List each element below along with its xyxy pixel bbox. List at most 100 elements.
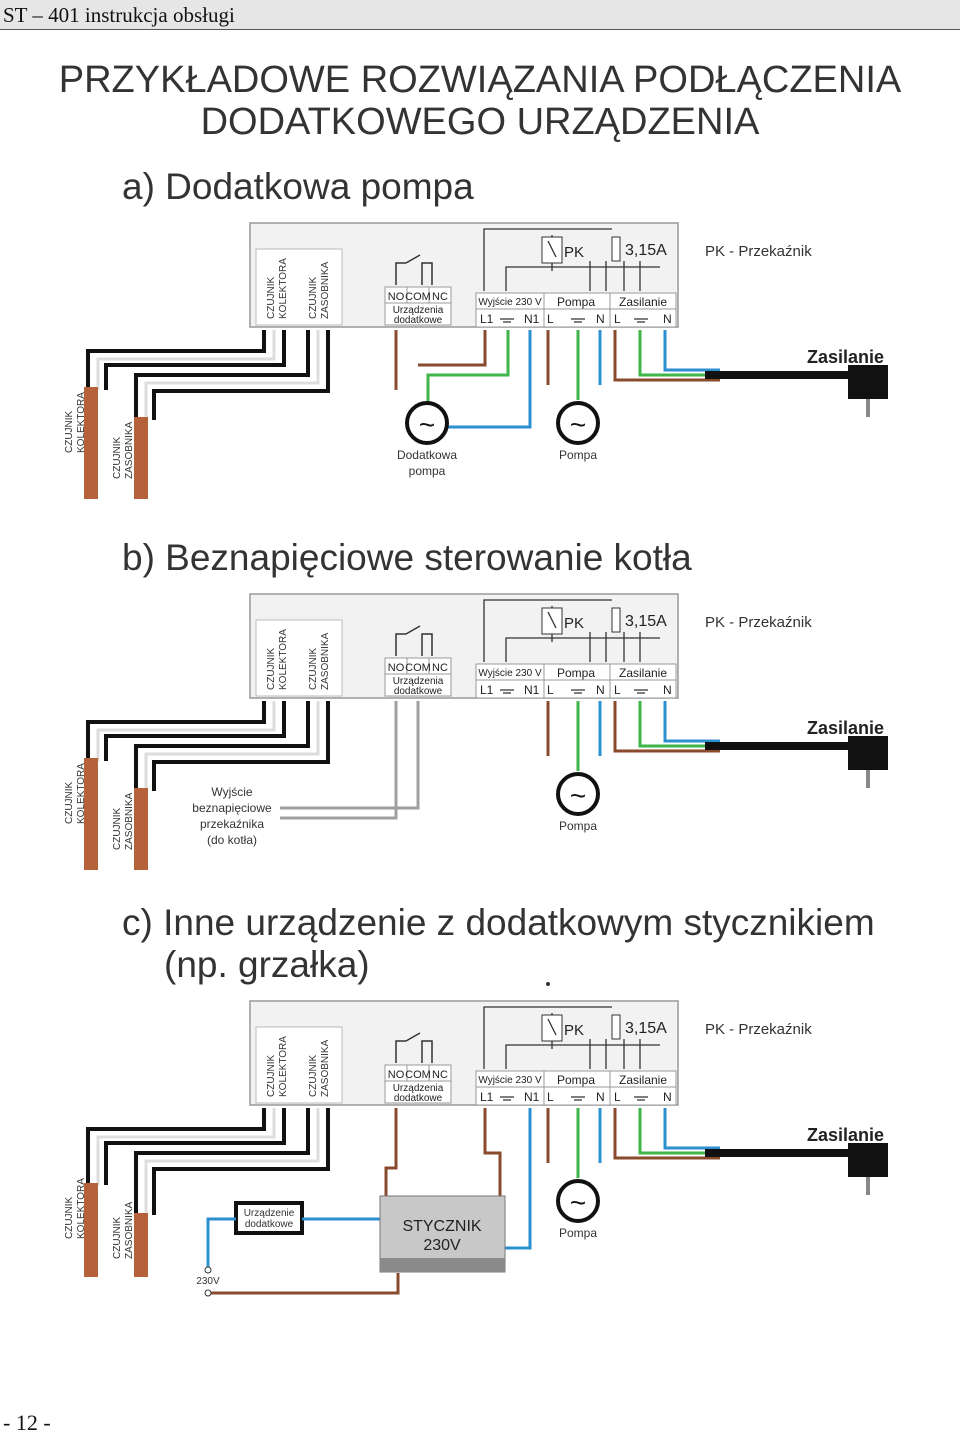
extra-pump-label: Dodatkowa bbox=[397, 448, 457, 462]
page-number: - 12 - bbox=[3, 1410, 51, 1435]
tank-sensor bbox=[134, 1213, 148, 1277]
sensor2-label: CZUJNIK bbox=[308, 647, 319, 690]
devices-label2: dodatkowe bbox=[394, 686, 443, 697]
supply-terminal-label: Zasilanie bbox=[619, 295, 667, 309]
tank-sensor bbox=[134, 417, 148, 499]
output-label: Wyjście 230 V bbox=[478, 1075, 542, 1086]
fuse-label: 3,15A bbox=[625, 1020, 667, 1037]
terminal-n: N bbox=[596, 683, 605, 697]
section-c-title-line1: c) Inne urządzenie z dodatkowym stycznik… bbox=[122, 902, 875, 943]
terminal-n2: N bbox=[663, 1090, 672, 1104]
section-c-title-line2: (np. grzałka) bbox=[164, 944, 370, 985]
power-plug bbox=[848, 365, 888, 399]
terminal-l2: L bbox=[614, 683, 621, 697]
power-plug bbox=[848, 736, 888, 770]
dry-output-label3: przekaźnika bbox=[200, 817, 264, 831]
pk-legend: PK - Przekaźnik bbox=[705, 243, 812, 260]
collector-sensor-label2: KOLEKTORA bbox=[76, 763, 87, 824]
devices-label: Urządzenia bbox=[393, 676, 444, 687]
collector-sensor-label: CZUJNIK bbox=[64, 410, 75, 453]
terminal-l: L bbox=[547, 312, 554, 326]
terminal-l1: L1 bbox=[480, 683, 494, 697]
terminal-n1: N1 bbox=[524, 312, 540, 326]
extra-device-label2: dodatkowe bbox=[245, 1219, 294, 1230]
sensor1-label: CZUJNIK bbox=[266, 1054, 277, 1097]
fuse-label: 3,15A bbox=[625, 613, 667, 630]
com-terminal: COM bbox=[405, 291, 431, 303]
dry-output-label2: beznapięciowe bbox=[192, 801, 272, 815]
output-label: Wyjście 230 V bbox=[478, 297, 542, 308]
pump-label: Pompa bbox=[559, 819, 597, 833]
terminal-l1: L1 bbox=[480, 312, 494, 326]
sensor1-label: CZUJNIK bbox=[266, 276, 277, 319]
svg-text:~: ~ bbox=[570, 780, 586, 811]
tank-sensor-label2: ZASOBNIKA bbox=[124, 1201, 135, 1259]
extra-device-label: Urządzenie bbox=[244, 1208, 295, 1219]
collector-sensor-label2: KOLEKTORA bbox=[76, 1178, 87, 1239]
section-a-title: a) Dodatkowa pompa bbox=[122, 166, 474, 207]
pump-label: Pompa bbox=[559, 1226, 597, 1240]
pk-label: PK bbox=[564, 1022, 584, 1039]
tank-sensor-label: CZUJNIK bbox=[112, 436, 123, 479]
pump-symbol: ~ bbox=[556, 401, 600, 445]
supply-terminal-label: Zasilanie bbox=[619, 666, 667, 680]
com-terminal: COM bbox=[405, 662, 431, 674]
supply-terminal-label: Zasilanie bbox=[619, 1073, 667, 1087]
pump-label: Pompa bbox=[559, 448, 597, 462]
svg-text:~: ~ bbox=[419, 409, 435, 440]
no-terminal: NO bbox=[388, 291, 405, 303]
no-terminal: NO bbox=[388, 662, 405, 674]
sensor2-label: CZUJNIK bbox=[308, 1054, 319, 1097]
collector-sensor-label2: KOLEKTORA bbox=[76, 392, 87, 453]
diagram-c: CZUJNIK KOLEKTORA CZUJNIK ZASOBNIKA NO C… bbox=[64, 1000, 888, 1297]
collector-sensor bbox=[84, 387, 98, 499]
power-label: Zasilanie bbox=[807, 1125, 884, 1145]
sensor2-label: CZUJNIK bbox=[308, 276, 319, 319]
diagram-a: CZUJNIK KOLEKTORA CZUJNIK ZASOBNIKA NO C… bbox=[64, 222, 888, 499]
devices-label: Urządzenia bbox=[393, 1083, 444, 1094]
com-terminal: COM bbox=[405, 1069, 431, 1081]
pump-symbol: ~ bbox=[556, 1179, 600, 1223]
pump-terminal-label: Pompa bbox=[557, 666, 595, 680]
terminal-n: N bbox=[596, 1090, 605, 1104]
contactor-label2: 230V bbox=[423, 1237, 461, 1254]
tank-sensor bbox=[134, 788, 148, 870]
terminal-l2: L bbox=[614, 312, 621, 326]
collector-sensor-label: CZUJNIK bbox=[64, 781, 75, 824]
contactor-label: STYCZNIK bbox=[402, 1218, 481, 1235]
devices-label: Urządzenia bbox=[393, 305, 444, 316]
tank-sensor-label2: ZASOBNIKA bbox=[124, 792, 135, 850]
pump-terminal-label: Pompa bbox=[557, 1073, 595, 1087]
page-header: ST – 401 instrukcja obsługi bbox=[0, 0, 960, 30]
fuse-label: 3,15A bbox=[625, 242, 667, 259]
controller-block: CZUJNIK KOLEKTORA CZUJNIK ZASOBNIKA NO C… bbox=[249, 593, 679, 699]
devices-label2: dodatkowe bbox=[394, 315, 443, 326]
pk-label: PK bbox=[564, 244, 584, 261]
sensor1-label2: KOLEKTORA bbox=[278, 1036, 289, 1097]
svg-text:~: ~ bbox=[570, 409, 586, 440]
devices-label2: dodatkowe bbox=[394, 1093, 443, 1104]
stray-dot bbox=[546, 982, 550, 986]
terminal-n1: N1 bbox=[524, 1090, 540, 1104]
terminal-l2: L bbox=[614, 1090, 621, 1104]
sensor1-label2: KOLEKTORA bbox=[278, 258, 289, 319]
page-title-line1: PRZYKŁADOWE ROZWIĄZANIA PODŁĄCZENIA bbox=[58, 59, 902, 101]
nc-terminal: NC bbox=[432, 1069, 448, 1081]
page-title-line2: DODATKOWEGO URZĄDZENIA bbox=[200, 101, 760, 143]
tank-sensor-label: CZUJNIK bbox=[112, 807, 123, 850]
tank-sensor-label: CZUJNIK bbox=[112, 1216, 123, 1259]
pump-symbol: ~ bbox=[556, 772, 600, 816]
nc-terminal: NC bbox=[432, 662, 448, 674]
terminal-l: L bbox=[547, 683, 554, 697]
terminal-n2: N bbox=[663, 683, 672, 697]
power-plug bbox=[848, 1143, 888, 1177]
svg-text:~: ~ bbox=[570, 1187, 586, 1218]
pk-legend: PK - Przekaźnik bbox=[705, 614, 812, 631]
sensor2-label2: ZASOBNIKA bbox=[320, 1039, 331, 1097]
collector-sensor-label: CZUJNIK bbox=[64, 1196, 75, 1239]
controller-block: CZUJNIK KOLEKTORA CZUJNIK ZASOBNIKA NO C… bbox=[249, 222, 679, 328]
pk-legend: PK - Przekaźnik bbox=[705, 1021, 812, 1038]
header-text: ST – 401 instrukcja obsługi bbox=[3, 3, 235, 27]
terminal-n1: N1 bbox=[524, 683, 540, 697]
no-terminal: NO bbox=[388, 1069, 405, 1081]
